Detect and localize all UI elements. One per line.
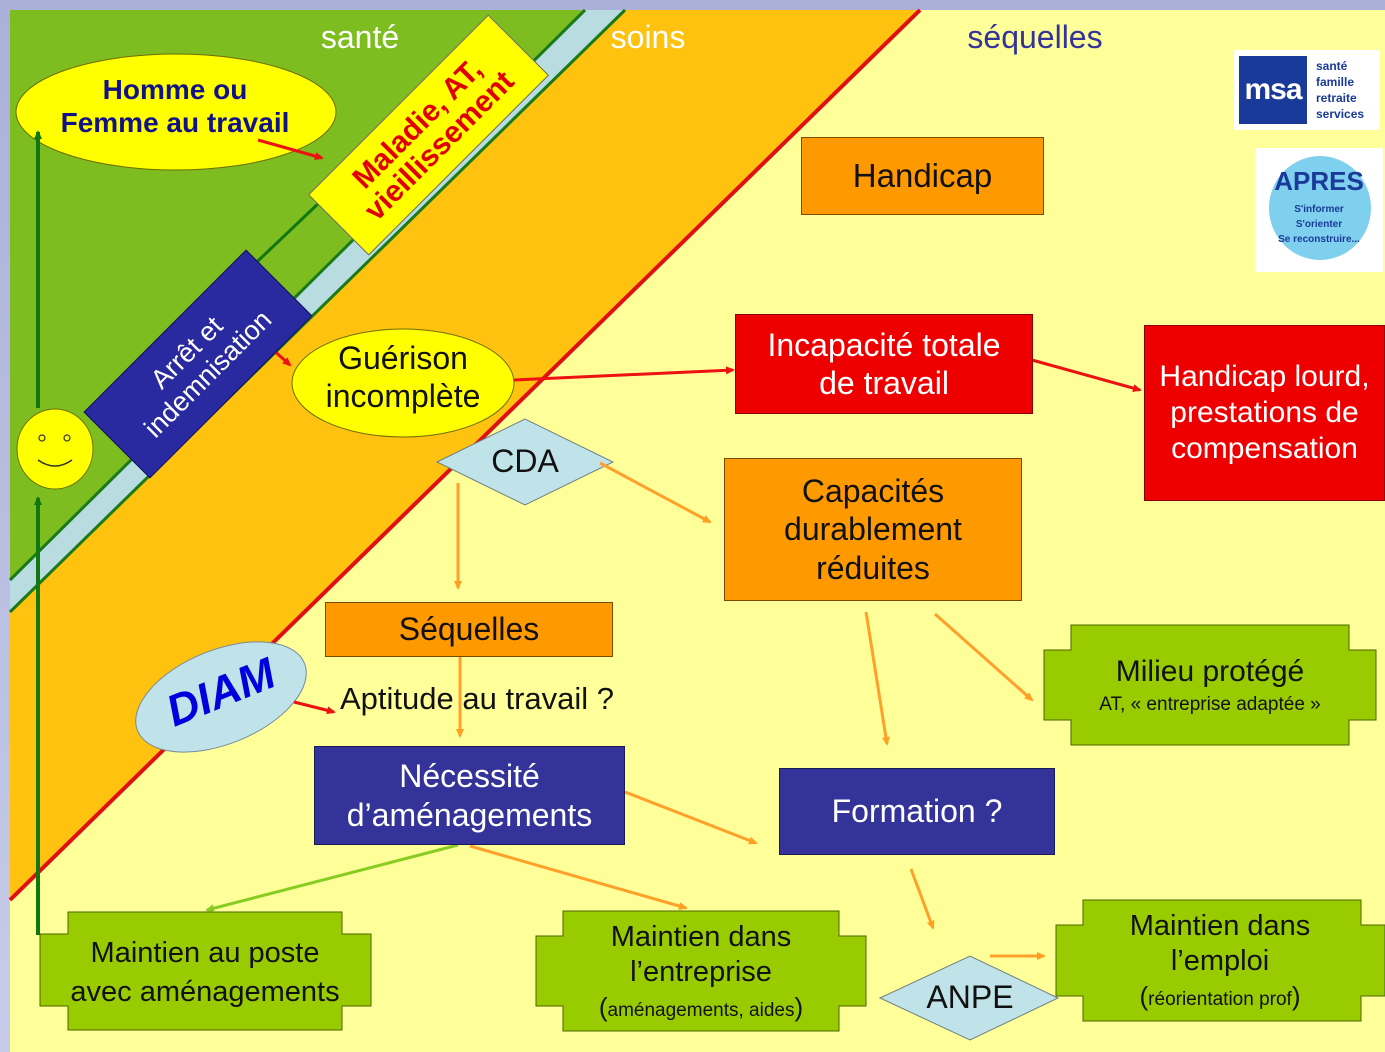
arrow-formation-anpe: [909, 868, 935, 930]
sequelles-box: Séquelles: [325, 602, 613, 657]
msa-logo: msa santé famille retraite services: [1234, 50, 1380, 130]
milieu-label: Milieu protégé AT, « entreprise adaptée …: [1050, 640, 1370, 730]
arrow-guerison-incapacite: [513, 366, 735, 382]
capacites-box: Capacités durablement réduites: [724, 458, 1022, 601]
msa-line2: famille: [1316, 75, 1355, 89]
formation-box: Formation ?: [779, 768, 1055, 855]
arrow-incapacite-lourd: [1031, 358, 1142, 392]
msa-logo-mark: msa: [1239, 56, 1307, 124]
milieu-title: Milieu protégé: [1115, 654, 1305, 688]
maintien-emploi-paren-open: (: [1139, 980, 1149, 1011]
msa-line4: services: [1316, 107, 1365, 121]
zone-label-sante: santé: [320, 19, 400, 55]
incapacite-box: Incapacité totale de travail: [735, 314, 1033, 414]
maintien-emploi-paren-close: ): [1291, 980, 1301, 1011]
maintien-entreprise-paren-close: ): [794, 991, 804, 1022]
handicap-lourd-line2: prestations de: [1170, 396, 1359, 429]
maintien-entreprise-sub: (aménagements, aides): [599, 994, 803, 1023]
arret-boundary: [8, 8, 627, 614]
guerison-line2: incomplète: [325, 377, 481, 414]
incapacite-line2: de travail: [819, 365, 949, 401]
arrow-necessite-poste: [205, 843, 459, 913]
arrow-capacites-milieu: [934, 612, 1034, 702]
handicap-lourd-line1: Handicap lourd,: [1159, 360, 1370, 393]
aptitude-label: Aptitude au travail ?: [340, 681, 615, 716]
diam-ellipse: [135, 641, 307, 753]
guerison-label: Guérison incomplète: [292, 340, 514, 415]
maintien-entreprise-line2: l’entreprise: [630, 956, 772, 989]
necessite-box: Nécessité d’aménagements: [314, 746, 625, 845]
apres-logo: APRES S'informer S'orienter Se reconstru…: [1255, 148, 1383, 272]
maintien-emploi-line1: Maintien dans: [1129, 910, 1311, 943]
maintien-poste-label: Maintien au poste avec aménagements: [44, 920, 366, 1025]
handicap-lourd-line3: compensation: [1171, 432, 1358, 465]
arrow-cda-capacites: [599, 461, 712, 524]
guerison-line1: Guérison: [338, 340, 468, 376]
zone-label-sequelles: séquelles: [967, 19, 1103, 55]
anpe-diamond: [878, 955, 1060, 1041]
maintien-emploi-sub-text: réorientation prof: [1148, 988, 1292, 1010]
cda-label: CDA: [491, 443, 559, 479]
maintien-emploi-shape: [1055, 899, 1385, 1022]
incapacite-line1: Incapacité totale: [767, 326, 1001, 363]
homme-ellipse: [15, 53, 337, 171]
apres-line2: S'orienter: [1295, 219, 1343, 230]
anpe-label: ANPE: [926, 979, 1014, 1015]
maintien-emploi-label: Maintien dans l’emploi (réorientation pr…: [1060, 903, 1380, 1018]
apres-line3: Se reconstruire...: [1278, 234, 1360, 245]
arrow-necessite-formation: [624, 790, 758, 845]
msa-logo-text: santé famille retraite services: [1316, 58, 1364, 122]
arrow-diam-aptitude: [293, 700, 336, 715]
cda-diamond: [435, 418, 615, 506]
maintien-entreprise-line1: Maintien dans: [610, 921, 792, 954]
maintien-poste-line1: Maintien au poste: [90, 936, 320, 969]
maintien-entreprise-shape: [535, 910, 867, 1032]
apres-sub: S'informer S'orienter Se reconstruire...: [1255, 202, 1383, 247]
arrow-capacites-formation: [864, 611, 890, 746]
arrow-homme-maladie: [257, 138, 324, 160]
capacites-line2: durablement: [784, 511, 962, 548]
zone-label-soins: soins: [610, 19, 686, 55]
guerison-ellipse: [291, 328, 515, 438]
apres-line1: S'informer: [1294, 204, 1344, 215]
necessite-line2: d’aménagements: [346, 796, 593, 833]
maintien-emploi-line2: l’emploi: [1170, 945, 1270, 978]
capacites-line1: Capacités: [801, 472, 945, 509]
necessite-line1: Nécessité: [399, 758, 540, 795]
capacites-line3: réduites: [816, 549, 930, 586]
maintien-entreprise-label: Maintien dans l’entreprise (aménagements…: [540, 914, 862, 1029]
homme-label: Homme ou Femme au travail: [20, 74, 330, 139]
milieu-sub: AT, « entreprise adaptée »: [1099, 693, 1321, 715]
msa-line1: santé: [1316, 59, 1348, 73]
apres-title: APRES: [1274, 166, 1364, 196]
homme-line1: Homme ou: [102, 74, 248, 105]
milieu-shape: [1043, 624, 1377, 746]
apres-logo-badge: [1269, 156, 1371, 260]
arrow-necessite-entreprise: [469, 844, 688, 910]
maintien-poste-line2: avec aménagements: [70, 975, 340, 1008]
msa-line3: retraite: [1316, 91, 1357, 105]
maintien-emploi-sub: (réorientation prof): [1140, 983, 1301, 1012]
homme-line2: Femme au travail: [60, 107, 290, 139]
smiley-icon: [16, 408, 94, 490]
handicap-lourd-box: Handicap lourd, prestations de compensat…: [1144, 325, 1385, 501]
maintien-entreprise-paren-open: (: [598, 991, 608, 1022]
handicap-box: Handicap: [801, 137, 1044, 215]
maintien-entreprise-sub-text: aménagements, aides: [607, 999, 795, 1021]
